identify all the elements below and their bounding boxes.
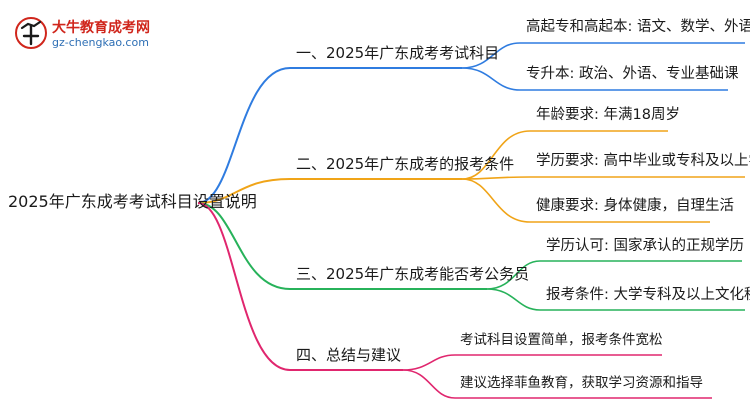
connector-root-branch-4 — [197, 202, 403, 371]
connector-b4-leaf-1 — [402, 354, 662, 371]
site-logo: 大牛教育成考网 gz-chengkao.com — [14, 14, 174, 54]
branch-3-leaf-1: 学历认可: 国家承认的正规学历 — [546, 238, 744, 254]
connector-b3-leaf-2 — [486, 288, 745, 311]
branch-1-leaf-1: 高起专和高起本: 语文、数学、外语 — [526, 19, 750, 35]
branch-2-leaf-1: 年龄要求: 年满18周岁 — [536, 107, 680, 123]
logo-mark-icon — [15, 17, 47, 49]
connector-root-branch-1 — [197, 67, 462, 204]
branch-3-leaf-2: 报考条件: 大学专科及以上文化程度 — [546, 287, 750, 303]
connector-b1-leaf-2 — [461, 67, 728, 91]
connector-b2-leaf-3 — [461, 178, 710, 223]
connector-root-branch-2 — [197, 178, 462, 204]
branch-4-leaf-1: 考试科目设置简单，报考条件宽松 — [460, 332, 663, 348]
branch-2-leaf-2: 学历要求: 高中毕业或专科及以上学历 — [536, 153, 750, 169]
logo-url: gz-chengkao.com — [52, 36, 149, 49]
connector-b3-leaf-1 — [486, 260, 742, 290]
branch-1-leaf-2: 专升本: 政治、外语、专业基础课 — [526, 66, 739, 82]
connector-b1-leaf-1 — [461, 42, 745, 69]
branch-4-leaf-2: 建议选择菲鱼教育，获取学习资源和指导 — [460, 375, 703, 391]
branch-2-label: 二、2025年广东成考的报考条件 — [296, 155, 515, 173]
branch-3-label: 三、2025年广东成考能否考公务员 — [296, 265, 530, 283]
branch-2-leaf-3: 健康要求: 身体健康，自理生活 — [536, 198, 734, 214]
connector-b2-leaf-1 — [461, 130, 668, 180]
connector-b4-leaf-2 — [402, 369, 712, 399]
root-topic: 2025年广东成考考试科目设置说明 — [8, 192, 257, 211]
logo-title: 大牛教育成考网 — [52, 20, 150, 36]
connector-root-branch-3 — [197, 202, 487, 290]
branch-4-label: 四、总结与建议 — [296, 346, 402, 364]
branch-1-label: 一、2025年广东成考考试科目 — [296, 44, 500, 62]
connector-b2-leaf-2 — [461, 176, 745, 180]
